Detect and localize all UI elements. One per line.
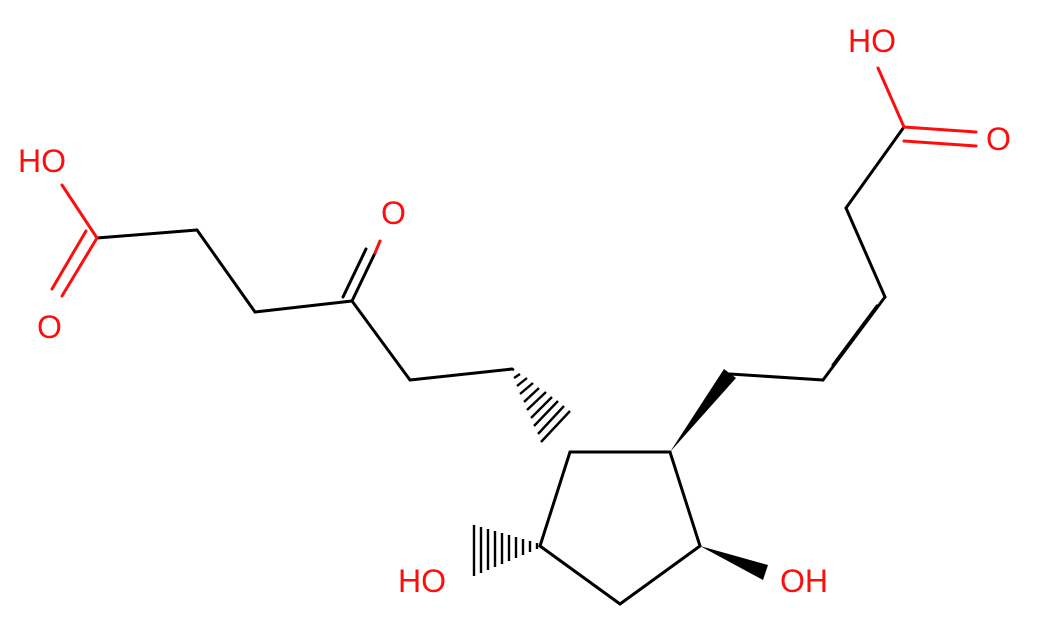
label-oh-top-left: HO bbox=[18, 143, 66, 179]
ring-bond-5 bbox=[538, 450, 572, 548]
bond-c1-c2 bbox=[95, 228, 199, 240]
hashed-wedge-bottom-left bbox=[472, 525, 539, 576]
bond-c3-c4 bbox=[253, 299, 354, 314]
bond-r3 bbox=[844, 206, 887, 299]
label-o-ketone: O bbox=[381, 195, 406, 231]
bond-r1 bbox=[728, 372, 825, 382]
bond-r4-oh bbox=[876, 66, 906, 129]
label-o-top-right: O bbox=[986, 121, 1011, 157]
bond-c4-o-double-b bbox=[341, 247, 368, 299]
bond-r4 bbox=[844, 125, 906, 210]
bond-c1-o-double-b bbox=[50, 229, 88, 291]
label-oh-bottom-left: HO bbox=[398, 563, 446, 599]
bond-c2-c3 bbox=[195, 228, 257, 314]
bond-c5-c6 bbox=[408, 367, 514, 382]
bond-ketone-o-a bbox=[373, 239, 382, 255]
hashed-wedge-left bbox=[511, 367, 571, 443]
bond-c4-c5 bbox=[350, 299, 412, 382]
bond-c1-oh bbox=[60, 183, 99, 240]
label-oh-top-right: HO bbox=[848, 23, 896, 59]
bond-r4-o-double-a bbox=[902, 125, 978, 134]
bond-r4-o-double-b bbox=[902, 139, 978, 148]
bond-c1-o-double-a bbox=[60, 236, 99, 298]
ring-bond-2 bbox=[668, 450, 702, 548]
ring-bond-3 bbox=[618, 544, 702, 606]
label-o-left: O bbox=[37, 309, 62, 345]
bond-r2-double-b bbox=[831, 304, 879, 367]
label-oh-bottom-right: OH bbox=[780, 563, 828, 599]
solid-wedge-right bbox=[670, 369, 736, 452]
ring-bond-4 bbox=[538, 544, 622, 606]
solid-wedge-bottom-right bbox=[700, 546, 768, 580]
bond-c4-o-double-a bbox=[350, 251, 377, 303]
